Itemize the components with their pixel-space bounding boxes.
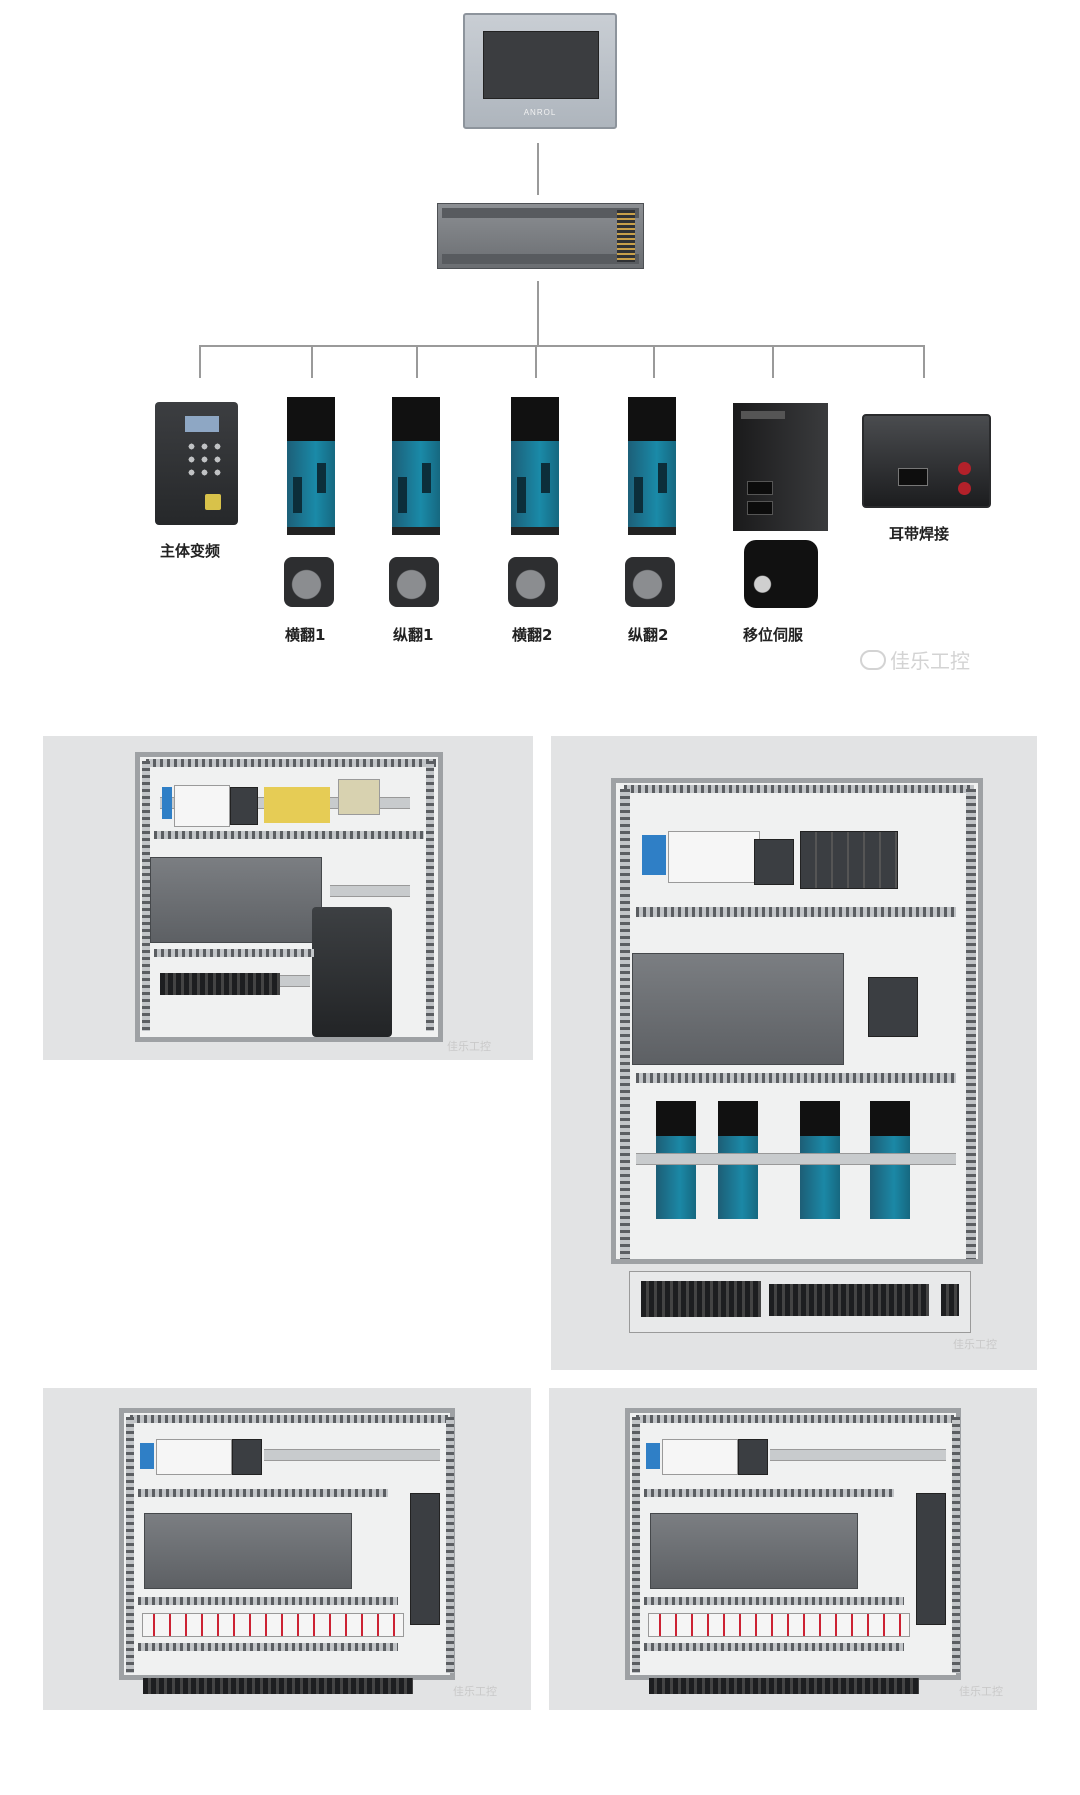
servo-motor-large: [744, 540, 818, 608]
drop-line: [772, 345, 774, 378]
cabinet-panel: [119, 1408, 455, 1680]
photo-1-watermark: 佳乐工控: [447, 1040, 491, 1053]
servo-motor-4: [625, 557, 675, 607]
servo-motor-1: [284, 557, 334, 607]
cabinet-panel: [611, 778, 983, 1264]
motor-4-label: 纵翻2: [628, 626, 669, 644]
servo-move-label: 移位伺服: [743, 626, 804, 644]
cabinet-panel: [625, 1408, 961, 1680]
connector-plc-bus: [537, 281, 539, 347]
connector-hmi-plc: [537, 143, 539, 195]
hmi-screen: [483, 31, 599, 99]
servo-drive-4: [628, 397, 676, 535]
motor-2-label: 纵翻1: [393, 626, 434, 644]
drop-line: [923, 345, 925, 378]
watermark-text: 佳乐工控: [890, 649, 970, 673]
drop-line: [653, 345, 655, 378]
drop-line: [416, 345, 418, 378]
photo-2-watermark: 佳乐工控: [953, 1338, 997, 1351]
welder-label: 耳带焊接: [889, 525, 950, 543]
cabinet-photo-4: 佳乐工控: [549, 1388, 1037, 1710]
diagram-watermark: 佳乐工控: [860, 645, 970, 674]
cabinet-photo-1: 佳乐工控: [43, 736, 533, 1060]
servo-drive-3: [511, 397, 559, 535]
photo-3-watermark: 佳乐工控: [453, 1685, 497, 1698]
servo-motor-2: [389, 557, 439, 607]
motor-3-label: 横翻2: [512, 626, 553, 644]
servo-drive-large: [733, 403, 828, 531]
ear-band-welder: [862, 414, 991, 508]
photo-4-watermark: 佳乐工控: [959, 1685, 1003, 1698]
servo-drive-1: [287, 397, 335, 535]
cabinet-photo-3: 佳乐工控: [43, 1388, 531, 1710]
drop-line: [199, 345, 201, 378]
inverter-device: [155, 402, 238, 525]
drop-line: [311, 345, 313, 378]
servo-motor-3: [508, 557, 558, 607]
servo-drive-2: [392, 397, 440, 535]
hmi-touch-panel: ANROL: [463, 13, 617, 129]
cabinet-panel: [135, 752, 443, 1042]
bus-line: [199, 345, 925, 347]
inverter-label: 主体变频: [160, 542, 221, 560]
cabinet-photo-2: 佳乐工控: [551, 736, 1037, 1370]
wechat-icon: [860, 650, 886, 670]
drop-line: [535, 345, 537, 378]
hmi-brand-logo: ANROL: [523, 108, 557, 117]
plc-controller: [437, 203, 644, 269]
motor-1-label: 横翻1: [285, 626, 326, 644]
